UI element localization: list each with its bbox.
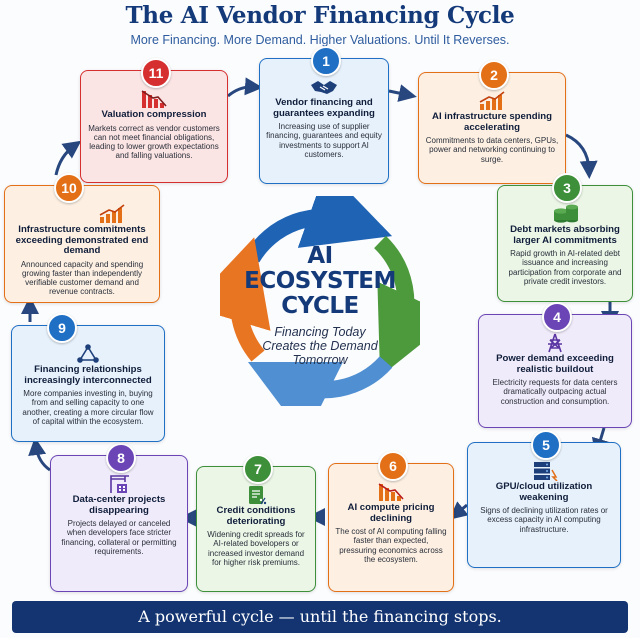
- step-card-5: 5 GPU/cloud utilization weakening Signs …: [467, 430, 621, 568]
- step-title: Power demand exceeding realistic buildou…: [496, 353, 614, 375]
- power-tower-icon: [548, 333, 562, 353]
- step-number-badge: 7: [243, 454, 273, 484]
- arrow-5-to-6: [449, 501, 469, 520]
- falling-chart-icon: [141, 90, 167, 108]
- step-card-7: 7 Credit conditions deteriorating Wideni…: [196, 454, 316, 592]
- step-card-1: 1 Vendor financing and guarantees expand…: [259, 46, 389, 184]
- step-number-badge: 4: [542, 302, 572, 332]
- arc-green: [373, 235, 420, 377]
- arrow-1-to-2: [388, 84, 417, 102]
- step-title: AI infrastructure spending accelerating: [432, 111, 552, 133]
- step-title: GPU/cloud utilization weakening: [495, 481, 593, 503]
- center-text: AI ECOSYSTEM CYCLE Financing Today Creat…: [240, 243, 400, 368]
- document-percent-icon: [249, 486, 267, 505]
- step-description: Electricity requests for data centers dr…: [492, 378, 618, 406]
- server-icon: [534, 462, 558, 481]
- step-title: Data-center projects disappearing: [72, 494, 166, 516]
- step-description: Markets correct as vendor customers can …: [88, 123, 220, 161]
- step-title: Infrastructure commitments exceeding dem…: [15, 224, 149, 257]
- step-description: Increasing use of supplier financing, gu…: [266, 122, 382, 159]
- step-number-badge: 8: [106, 443, 136, 473]
- page-subtitle: More Financing. More Demand. Higher Valu…: [130, 33, 510, 47]
- coin-stack-icon: [554, 204, 578, 223]
- step-number-badge: 6: [378, 451, 408, 481]
- step-card-2: 2 AI infrastructure spending acceleratin…: [418, 60, 566, 184]
- arrow-10-to-11: [54, 140, 82, 176]
- step-number-badge: 9: [47, 313, 77, 343]
- rising-chart-icon: [479, 91, 505, 110]
- step-title: Debt markets absorbing larger AI commitm…: [510, 224, 620, 246]
- center-tagline: Financing Today Creates the Demand Tomor…: [240, 325, 400, 367]
- step-card-6: 6 AI compute pricing declining The cost …: [328, 451, 454, 592]
- arc-orange: [220, 237, 271, 362]
- crane-building-icon: [110, 475, 129, 493]
- center-title-line-2: ECOSYSTEM: [244, 268, 396, 294]
- center-title-line-1: AI: [307, 243, 333, 269]
- center-title-line-3: CYCLE: [281, 293, 359, 319]
- falling-chart-icon: [378, 483, 404, 501]
- center-tagline-line-3: Tomorrow: [292, 353, 348, 367]
- step-number-badge: 10: [54, 173, 84, 203]
- center-tagline-line-1: Financing Today: [274, 325, 366, 339]
- step-card-4: 4 Power demand exceeding realistic build…: [478, 302, 632, 428]
- step-card-11: 11 Valuation compression Markets correct…: [80, 58, 228, 183]
- step-card-8: 8 Data-center projects disappearing Proj…: [50, 443, 188, 592]
- step-title: Financing relationships increasingly int…: [24, 364, 152, 386]
- step-number-badge: 5: [531, 430, 561, 460]
- arrow-2-to-3: [565, 133, 598, 179]
- step-description: More companies investing in, buying from…: [22, 389, 154, 426]
- step-number-badge: 3: [552, 173, 582, 203]
- step-description: Rapid growth in AI-related debt issuance…: [508, 249, 622, 286]
- step-description: Announced capacity and spending growing …: [20, 259, 144, 297]
- network-icon: [77, 344, 99, 363]
- step-number-badge: 11: [141, 58, 171, 88]
- step-number-badge: 2: [479, 60, 509, 90]
- step-description: The cost of AI computing falling faster …: [335, 527, 447, 564]
- ecosystem-cycle-ring: [220, 196, 420, 406]
- handshake-icon: [311, 81, 337, 94]
- step-title: Credit conditions deteriorating: [216, 505, 296, 527]
- footer-banner: A powerful cycle — until the financing s…: [12, 601, 628, 633]
- page-title: The AI Vendor Financing Cycle: [125, 2, 515, 29]
- step-card-10: 10 Infrastructure commitments exceeding …: [4, 173, 160, 303]
- step-card-3: 3 Debt markets absorbing larger AI commi…: [497, 173, 633, 302]
- step-title: Vendor financing and guarantees expandin…: [273, 97, 375, 119]
- step-description: Widening credit spreads for AI-related b…: [207, 530, 305, 567]
- step-title: Valuation compression: [101, 109, 207, 120]
- step-description: Commitments to data centers, GPUs, power…: [425, 136, 559, 164]
- arrow-11-to-1: [227, 77, 263, 98]
- step-description: Projects delayed or canceled when develo…: [61, 519, 177, 556]
- step-description: Signs of declining utilization rates or …: [480, 506, 608, 534]
- step-card-9: 9 Financing relationships increasingly i…: [11, 313, 165, 442]
- arc-lightblue: [247, 356, 393, 406]
- center-tagline-line-2: Creates the Demand: [262, 339, 378, 353]
- step-number-badge: 1: [311, 46, 341, 76]
- arrow-8-to-9: [28, 437, 51, 472]
- rising-chart-icon: [99, 204, 125, 223]
- step-title: AI compute pricing declining: [347, 502, 435, 524]
